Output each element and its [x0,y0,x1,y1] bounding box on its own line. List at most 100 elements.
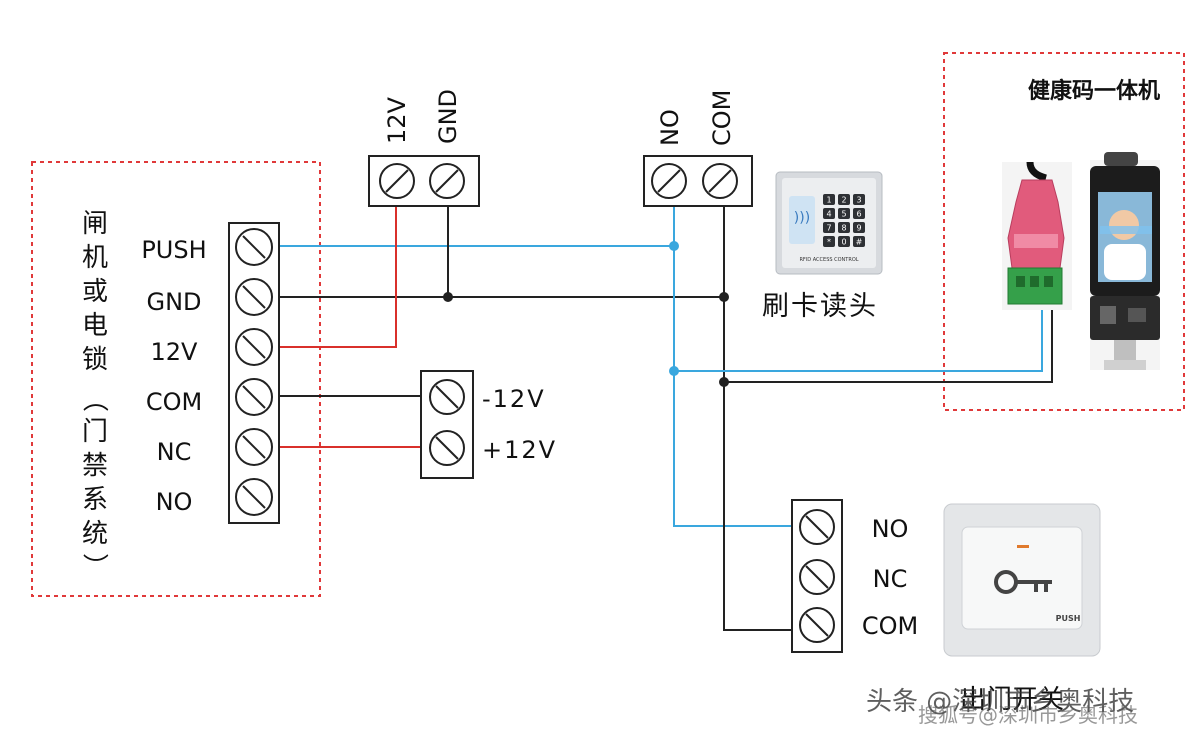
terminal-label-12v: 12V [151,338,199,366]
junction-dot [669,241,679,251]
keypad-key [853,236,865,247]
exit-caption: 出门开关 [960,685,1064,715]
keypad-key-label: 9 [856,224,861,233]
lock-terminal-block [228,222,280,524]
relay-terminal-block [643,155,753,207]
wire-12v-red [278,206,397,348]
keypad-key-label: 3 [856,196,861,205]
screw-icon [429,379,465,415]
keypad-key-label: 2 [841,196,846,205]
junction-dot [719,377,729,387]
screw-icon [235,278,273,316]
junction-dot [719,292,729,302]
junction-dot [443,292,453,302]
exit-terminal-block [791,499,843,653]
power-label-12v: 12V [383,96,411,144]
keypad-key-label: 8 [841,224,846,233]
keypad-key-label: 1 [826,196,831,205]
screw-icon [799,509,835,545]
keypad-footer: RFID ACCESS CONTROL [799,257,858,263]
screw-icon [235,478,273,516]
junction-dot [669,366,679,376]
lock-title-char: 系 [82,485,108,515]
keypad-key [823,208,835,219]
psu-label-plus: +12V [482,436,557,464]
health-device-cable [1002,161,1072,310]
screw-icon [651,163,687,199]
lock-title-char: 或 [82,277,108,307]
power-terminal-block [368,155,480,207]
key-icon [994,570,1052,594]
exit-label-nc: NC [873,565,908,593]
wire-health-blue [674,300,1043,372]
health-title: 健康码一体机 [1028,78,1160,104]
wires [278,206,1053,631]
screw-icon [799,607,835,643]
keypad-key [853,222,865,233]
wire-com-vertical [723,206,792,631]
relay-label-com: COM [708,90,736,146]
keypad-key [838,222,850,233]
lock-title-char: ） [79,553,109,579]
lock-dashed-box [31,161,321,597]
lock-title-char: 机 [82,243,108,273]
keypad-key-label: 0 [841,238,846,247]
screw-icon [235,428,273,466]
screw-icon [799,559,835,595]
keypad-key-label: 4 [826,210,831,219]
keypad-key [838,208,850,219]
keypad-key-label: 6 [856,210,861,219]
wifi-icon: ))) [794,210,810,226]
reader-label: 刷卡读头 [762,291,878,322]
watermark-secondary: 搜狐号@深圳市乡奥科技 [918,703,1138,727]
terminal-label-nc: NC [157,438,192,466]
exit-button-device: PUSH [943,503,1101,657]
terminal-label-gnd: GND [146,288,201,316]
keypad-key [853,208,865,219]
screw-icon [429,163,465,199]
keypad-key [823,222,835,233]
keypad-key [838,194,850,205]
push-text: PUSH [1056,614,1081,623]
wire-health-black [724,300,1053,383]
lock-title-char: 锁 [82,345,108,375]
screw-icon [702,163,738,199]
screw-icon [379,163,415,199]
keypad-keys: 1 2 3 4 5 6 7 8 9 * 0 # [823,194,865,247]
screw-icon [429,430,465,466]
relay-label-no: NO [656,109,684,146]
power-label-gnd: GND [434,89,462,144]
screw-icon [235,328,273,366]
keypad-key-label: * [827,238,831,247]
keypad-key-label: 7 [826,224,831,233]
psu-terminal-block [420,370,474,479]
keypad-key [823,194,835,205]
lock-title: 闸 机 或 电 锁 （ 门 禁 系 统 ） [79,209,109,579]
keypad-key-label: # [856,238,863,247]
lock-title-char: （ [79,386,109,412]
screw-icon [235,228,273,266]
screw-icon [235,378,273,416]
keypad-key [838,236,850,247]
keypad-key [823,236,835,247]
lock-title-char: 电 [82,311,108,341]
health-dashed-box [943,52,1185,411]
lock-title-char: 统 [82,519,108,549]
exit-label-com: COM [862,612,918,640]
wire-no-blue [673,206,792,527]
terminal-label-com: COM [146,388,202,416]
face-avatar [1109,210,1139,240]
card-reader-keypad: ))) 1 2 3 4 5 6 7 8 9 * 0 # RFID ACCESS CONTROL [775,171,883,275]
psu-label-minus: -12V [482,385,546,413]
health-terminal-device [1090,152,1160,370]
keypad-key-label: 5 [841,210,846,219]
lock-title-char: 门 [82,417,108,447]
exit-label-no: NO [872,515,909,543]
lock-title-char: 禁 [82,451,108,481]
watermark: 头条 @深圳市乡奥科技 [866,687,1134,717]
lock-title-char: 闸 [82,209,108,239]
terminal-label-push: PUSH [141,236,206,264]
keypad-key [853,194,865,205]
